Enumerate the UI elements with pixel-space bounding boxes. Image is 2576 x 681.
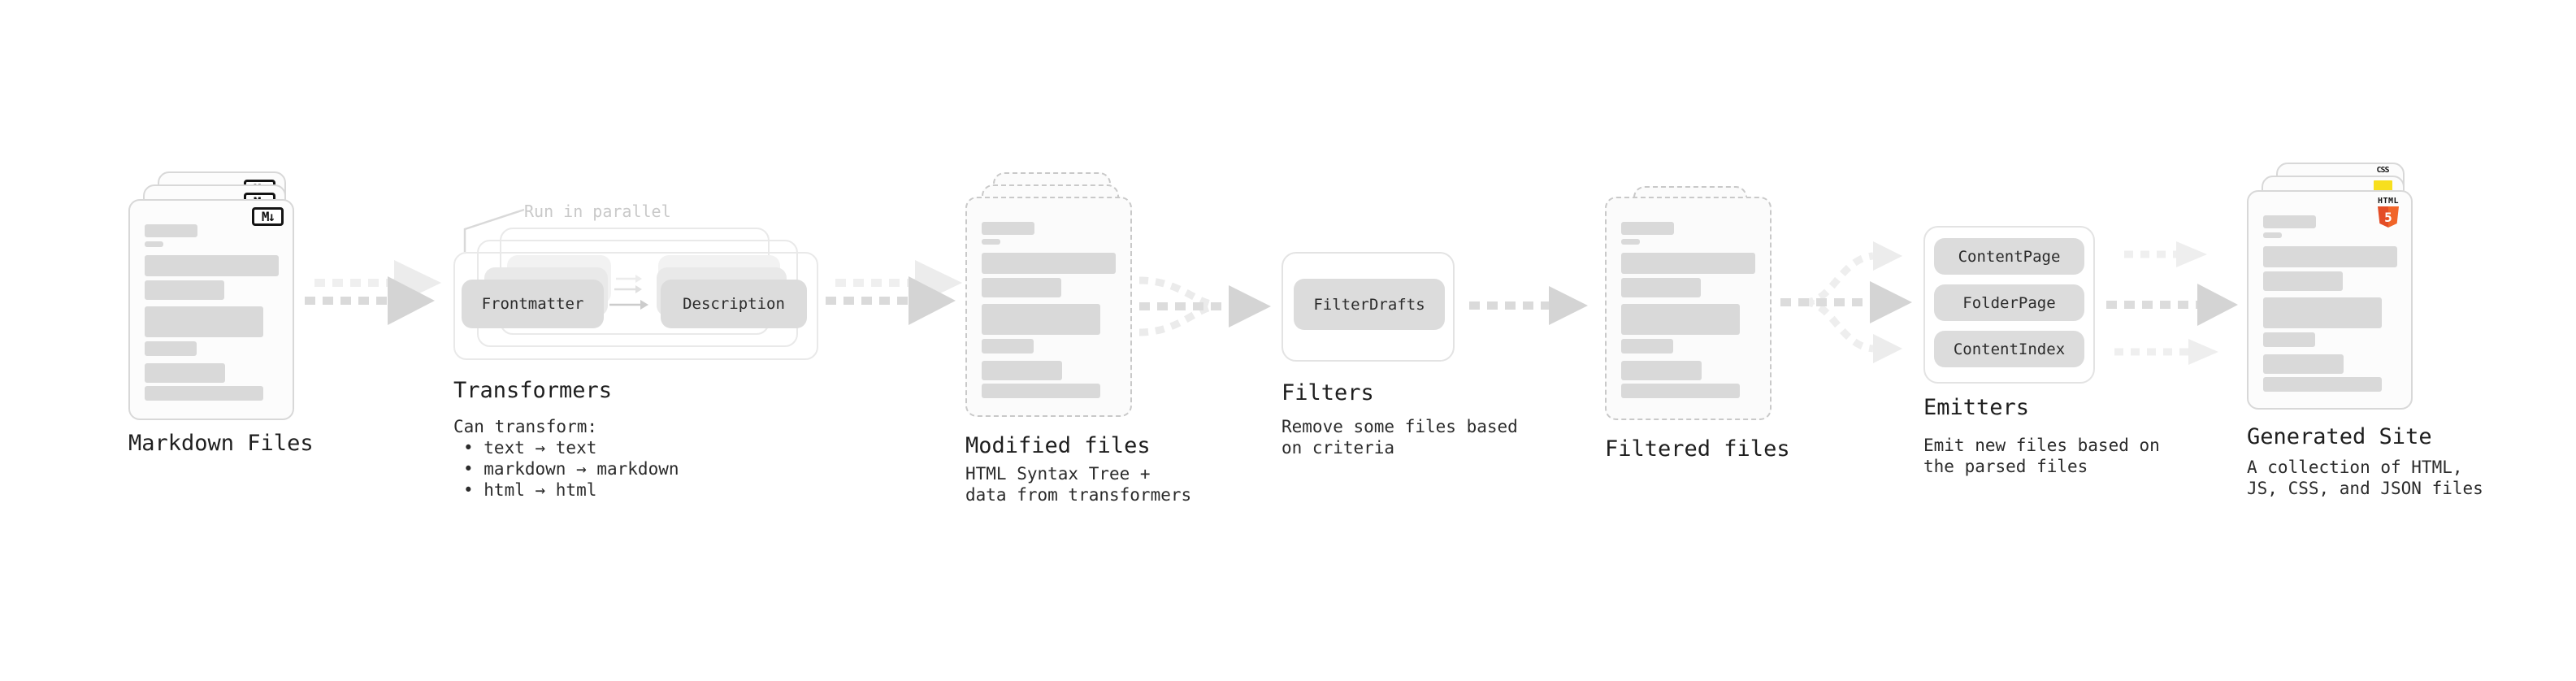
contentindex-pill: ContentIndex (1934, 331, 2084, 367)
transformers-label: Transformers (453, 378, 613, 403)
generated-site-label: Generated Site (2247, 424, 2432, 449)
skeleton-line (982, 222, 1034, 235)
skeleton-line (982, 239, 1000, 245)
skeleton-line (145, 255, 279, 276)
skeleton-line (145, 341, 197, 356)
markdown-file-page-front: M↓ (128, 199, 294, 420)
filters-label: Filters (1281, 380, 1374, 406)
skeleton-line (982, 278, 1061, 297)
transformer-stack-box-front (453, 252, 818, 360)
skeleton-line (1621, 222, 1674, 235)
skeleton-line (2263, 215, 2316, 228)
skeleton-line (145, 280, 224, 300)
flow-arrow-modified-to-filters (1138, 276, 1271, 336)
skeleton-line (2263, 232, 2282, 238)
skeleton-line (2263, 271, 2343, 291)
skeleton-line (1621, 239, 1640, 245)
skeleton-line (145, 363, 225, 383)
flow-arrow-transformers-to-modified (826, 260, 962, 325)
skeleton-line (2263, 377, 2382, 392)
skeleton-line (2263, 354, 2344, 374)
flow-arrow-filtered-to-emitters (1780, 241, 1912, 363)
skeleton-line (145, 241, 163, 247)
modified-files-caption: HTML Syntax Tree + data from transformer… (965, 464, 1192, 505)
filtered-file-page-front (1605, 197, 1772, 420)
skeleton-line (1621, 278, 1701, 297)
folderpage-pill: FolderPage (1934, 284, 2084, 321)
emitters-label: Emitters (1923, 395, 2030, 420)
annotation-connector-line (463, 208, 525, 252)
flow-arrow-markdown-to-transformers (305, 260, 441, 325)
filters-caption: Remove some files based on criteria (1281, 417, 1518, 458)
generated-site-caption: A collection of HTML, JS, CSS, and JSON … (2247, 458, 2483, 498)
skeleton-line (145, 306, 263, 337)
skeleton-line (145, 224, 197, 237)
transformers-bullet: • text → text (463, 438, 597, 458)
flow-arrow-filters-to-filtered (1469, 286, 1588, 325)
pill-arrows-icon (609, 275, 648, 310)
skeleton-line (1621, 304, 1740, 335)
skeleton-line (982, 304, 1100, 335)
skeleton-line (145, 386, 263, 401)
flow-arrow-emitters-to-site (2106, 241, 2238, 365)
skeleton-line (2263, 246, 2397, 267)
skeleton-line (982, 253, 1116, 274)
markdown-files-label: Markdown Files (128, 431, 314, 456)
skeleton-line (2263, 332, 2315, 347)
skeleton-line (1621, 361, 1702, 380)
frontmatter-pill: Frontmatter (462, 280, 604, 328)
transformers-caption-title: Can transform: (453, 417, 598, 436)
markdown-logo-icon: M↓ (252, 207, 284, 226)
run-in-parallel-annotation: Run in parallel (524, 202, 671, 221)
skeleton-line (1621, 384, 1740, 398)
filterdrafts-pill: FilterDrafts (1294, 279, 1445, 330)
site-file-page-html: HTML 5 (2247, 190, 2413, 410)
modified-files-label: Modified files (965, 433, 1151, 458)
contentpage-pill: ContentPage (1934, 238, 2084, 275)
emitters-caption: Emit new files based on the parsed files (1923, 436, 2160, 476)
description-pill: Description (661, 280, 807, 328)
transformers-bullet: • html → html (463, 480, 597, 500)
skeleton-line (2263, 297, 2382, 328)
skeleton-line (982, 361, 1062, 380)
skeleton-line (1621, 339, 1673, 354)
html5-logo-icon: HTML 5 (2375, 197, 2401, 228)
skeleton-line (1621, 253, 1755, 274)
filtered-files-label: Filtered files (1605, 436, 1790, 462)
transformers-bullet: • markdown → markdown (463, 459, 679, 479)
skeleton-line (982, 339, 1034, 354)
modified-file-page-front (965, 197, 1132, 417)
skeleton-line (982, 384, 1100, 398)
